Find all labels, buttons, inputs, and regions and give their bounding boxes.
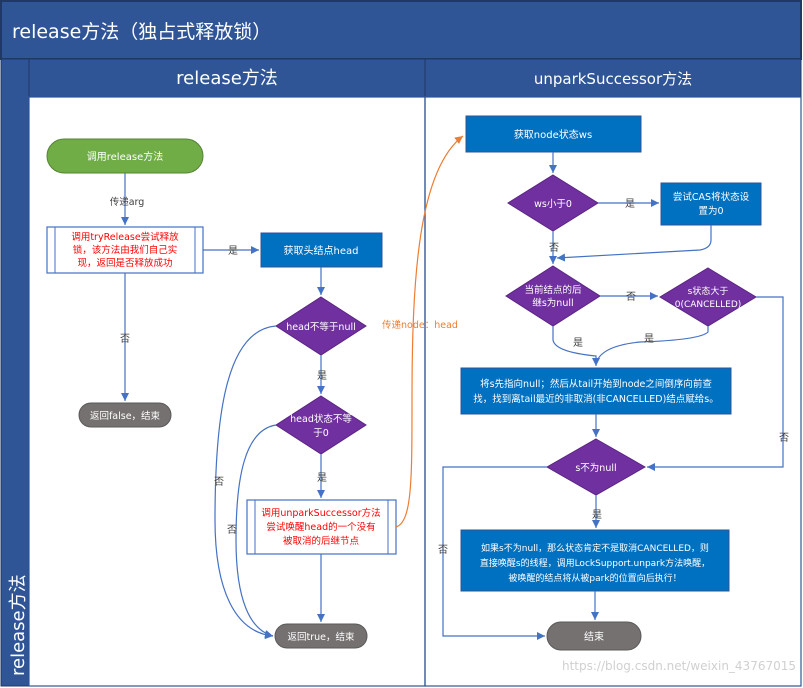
try-release-line2: 锁，该方法由我们自己实 [73, 244, 178, 256]
s-cancelled-line2: 0(CANCELLED) [675, 300, 742, 310]
return-true-label: 返回true，结束 [288, 631, 355, 643]
try-release-line3: 现，返回是否释放成功 [77, 257, 172, 269]
label-yes-cancel: 是 [644, 333, 654, 345]
vertical-title: release方法 [8, 574, 29, 676]
end-label: 结束 [584, 630, 604, 643]
arrow-pass-node-orange [395, 135, 464, 528]
head-status-line2: 于0 [313, 428, 329, 439]
s-not-null-label: s不为null [575, 462, 616, 474]
s-cancelled-line1: s状态大于 [688, 285, 729, 297]
arrow-next-yes-to-traverse [552, 326, 600, 366]
label-no-ws: 否 [549, 242, 559, 254]
cas-line2: 置为0 [698, 205, 723, 217]
next-null-line2: 继s为null [532, 297, 573, 309]
label-no-next: 否 [626, 291, 636, 303]
vertical-header [0, 58, 30, 687]
unpark-line2: 直接唤醒s的线程，调用LockSupport.unpark方法唤醒， [480, 557, 710, 569]
traverse-line2: 找，找到离tail最近的非取消(非CANCELLED)结点赋给s。 [473, 393, 718, 405]
arrow-status-no-to-true [235, 424, 277, 638]
next-null-line1: 当前结点的后 [524, 284, 582, 296]
traverse-line1: 将s先指向null；然后从tail开始到node之间倒序向前查 [480, 378, 712, 390]
cas-process [660, 182, 762, 226]
label-yes-cas: 是 [625, 198, 635, 210]
get-ws-label: 获取node状态ws [514, 128, 592, 141]
ws-lt-0-label: ws小于0 [534, 199, 572, 210]
arrow-notnull-no-to-true [214, 325, 277, 640]
label-pass-arg: 传递arg [110, 196, 145, 208]
end-terminator [546, 621, 642, 651]
arrow-s-no-to-end [442, 466, 547, 640]
call-unpark-line3: 被取消的后继节点 [283, 535, 360, 547]
arrow-cas-to-next [556, 225, 712, 262]
label-yes1: 是 [228, 245, 238, 257]
label-no1: 否 [120, 333, 130, 345]
main-header [0, 0, 802, 60]
get-head-label: 获取头结点head [284, 244, 359, 257]
head-not-null-label: head不等于null [286, 321, 356, 333]
label-yes-s: 是 [592, 509, 602, 521]
label-yes-next: 是 [573, 337, 583, 349]
arrow-cancel-yes-to-traverse [595, 326, 709, 365]
lane-title-right: unparkSuccessor方法 [534, 70, 692, 88]
unpark-line3: 被唤醒的结点将从被park的位置向后执行！ [508, 572, 681, 584]
lane-header-left [28, 58, 426, 98]
cas-line1: 尝试CAS将状态设 [673, 191, 750, 203]
label-pass-node: 传递node：head [382, 319, 458, 331]
head-status-line1: head状态不等 [290, 413, 352, 425]
lane-title-left: release方法 [176, 68, 278, 89]
main-title: release方法（独占式释放锁） [12, 21, 271, 43]
unpark-line1: 如果s不为null，那么状态肯定不是取消CANCELLED，则 [481, 542, 709, 554]
label-no3: 否 [227, 524, 237, 536]
start-label: 调用release方法 [87, 150, 163, 163]
label-yes2: 是 [317, 370, 327, 382]
arrow-cancel-no-to-snotnull [647, 296, 784, 471]
label-no2: 否 [214, 476, 224, 488]
call-unpark-line1: 调用unparkSuccessor方法 [261, 507, 380, 519]
call-unpark-process [246, 499, 397, 555]
lane-right [424, 96, 802, 687]
return-false-label: 返回false，结束 [90, 410, 161, 422]
return-false-terminator [78, 402, 172, 428]
try-release-line1: 调用tryRelease尝试释放 [71, 231, 179, 243]
label-yes3: 是 [317, 472, 327, 484]
label-no-cancel: 否 [779, 432, 789, 444]
call-unpark-line2: 尝试唤醒head的一个没有 [266, 521, 375, 533]
watermark-text: https://blog.csdn.net/weixin_43767015 [562, 659, 796, 673]
label-no-s: 否 [438, 544, 448, 556]
get-ws-process [465, 115, 642, 153]
return-true-terminator [274, 623, 368, 649]
traverse-process [460, 367, 732, 415]
